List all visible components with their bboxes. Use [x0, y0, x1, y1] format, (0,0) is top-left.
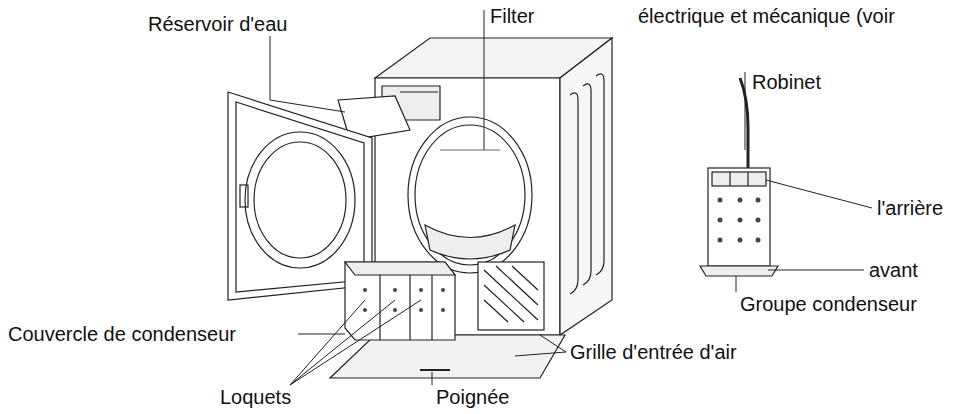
part-label: Groupe condenseur	[740, 292, 917, 316]
part-label: Robinet	[752, 70, 821, 94]
part-label: Filter	[490, 4, 534, 28]
part-label: électrique et mécanique (voir	[638, 4, 895, 28]
part-label: Couvercle de condenseur	[8, 322, 236, 346]
part-label: Loquets	[220, 385, 291, 409]
part-label: Grille d'entrée d'air	[570, 340, 737, 364]
part-label: avant	[869, 258, 918, 282]
part-label: Poignée	[436, 385, 509, 409]
part-label: l'arrière	[877, 196, 943, 220]
part-label: Réservoir d'eau	[148, 12, 287, 36]
